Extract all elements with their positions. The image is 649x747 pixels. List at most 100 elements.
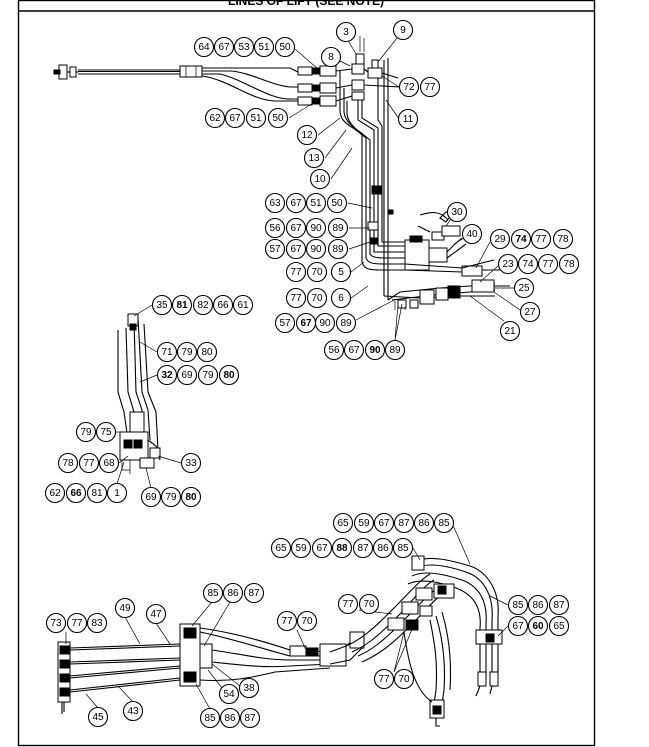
callout-77: 77 (419, 76, 441, 98)
callout-number: 63 (269, 198, 281, 209)
callout-65: 65 (270, 537, 292, 559)
callout-circle (114, 597, 136, 619)
callout-circle (122, 700, 144, 722)
callout-circle (276, 610, 298, 632)
callout-number: 25 (518, 283, 530, 294)
callout-63: 63 (264, 192, 286, 214)
callout-circle (151, 294, 173, 316)
callout-number: 67 (290, 223, 302, 234)
callout-number: 89 (389, 345, 401, 356)
callout-circle (171, 294, 193, 316)
callout-21: 21 (499, 320, 521, 342)
callout-85: 85 (392, 537, 414, 559)
callout-circle (499, 320, 521, 342)
callout-circle (197, 364, 219, 386)
callout-number: 87 (398, 518, 410, 529)
callout-6: 6 (330, 287, 352, 309)
callout-number: 67 (290, 198, 302, 209)
callout-89: 89 (335, 312, 357, 334)
callout-circle (86, 612, 108, 634)
bottom-line-assembly (57, 555, 503, 727)
callout-number: 67 (300, 318, 312, 329)
callout-69: 69 (176, 364, 198, 386)
callout-number: 72 (403, 82, 415, 93)
callout-number: 86 (532, 600, 544, 611)
callout-number: 23 (502, 259, 514, 270)
callout-number: 86 (377, 543, 389, 554)
callout-number: 87 (553, 600, 565, 611)
callout-number: 21 (504, 326, 516, 337)
callout-circle (245, 107, 267, 129)
callout-8: 8 (320, 46, 342, 68)
callout-number: 12 (301, 130, 313, 141)
callout-43: 43 (122, 700, 144, 722)
callout-74: 74 (517, 253, 539, 275)
callout-50: 50 (326, 192, 348, 214)
callout-90: 90 (314, 312, 336, 334)
callout-67: 67 (311, 537, 333, 559)
callout-65: 65 (548, 615, 570, 637)
callout-50: 50 (274, 36, 296, 58)
callout-53: 53 (233, 36, 255, 58)
callout-circle (66, 612, 88, 634)
callout-29: 29 (489, 228, 511, 250)
callout-90: 90 (305, 217, 327, 239)
callout-50: 50 (267, 107, 289, 129)
callout-67: 67 (213, 36, 235, 58)
callout-circle (267, 107, 289, 129)
callout-number: 50 (272, 113, 284, 124)
callout-80: 80 (180, 486, 202, 508)
callout-35: 35 (151, 294, 173, 316)
callout-67: 67 (507, 615, 529, 637)
callout-number: 67 (316, 543, 328, 554)
callout-circle (364, 339, 386, 361)
callout-circle (222, 582, 244, 604)
callout-67: 67 (224, 107, 246, 129)
callout-number: 53 (238, 42, 250, 53)
callout-circle (331, 537, 353, 559)
callout-87: 87 (352, 537, 374, 559)
callout-number: 81 (91, 488, 103, 499)
callout-number: 77 (71, 618, 83, 629)
callout-number: 80 (201, 347, 213, 358)
callout-27: 27 (519, 301, 541, 323)
callout-67: 67 (285, 192, 307, 214)
callout-73: 73 (45, 612, 67, 634)
callout-67: 67 (285, 217, 307, 239)
callout-circle (548, 594, 570, 616)
callout-circle (358, 593, 380, 615)
callout-circle (218, 683, 240, 705)
callout-77: 77 (373, 668, 395, 690)
callout-circle (180, 452, 202, 474)
callout-circle (140, 486, 162, 508)
callout-circle (204, 107, 226, 129)
callout-number: 62 (49, 488, 61, 499)
callout-51: 51 (305, 192, 327, 214)
callout-86: 86 (413, 512, 435, 534)
callout-number: 85 (207, 588, 219, 599)
callout-number: 57 (279, 318, 291, 329)
callout-77: 77 (337, 593, 359, 615)
callout-67: 67 (285, 238, 307, 260)
callout-number: 11 (403, 114, 414, 125)
callout-circle (264, 192, 286, 214)
callout-45: 45 (87, 706, 109, 728)
callout-circle (57, 452, 79, 474)
callout-circle (330, 287, 352, 309)
callout-75: 75 (95, 421, 117, 443)
callout-number: 43 (127, 706, 139, 717)
callout-78: 78 (558, 253, 580, 275)
callout-circle (176, 341, 198, 363)
callout-circle (311, 537, 333, 559)
callout-circle (193, 36, 215, 58)
callout-circle (45, 612, 67, 634)
leader-lines (65, 37, 521, 710)
callout-number: 65 (275, 543, 287, 554)
callout-10: 10 (309, 168, 331, 190)
callout-number: 83 (91, 618, 103, 629)
callout-number: 29 (494, 234, 506, 245)
callout-number: 1 (114, 488, 120, 499)
callout-circle (537, 253, 559, 275)
callout-87: 87 (243, 582, 265, 604)
callout-circle (413, 512, 435, 534)
